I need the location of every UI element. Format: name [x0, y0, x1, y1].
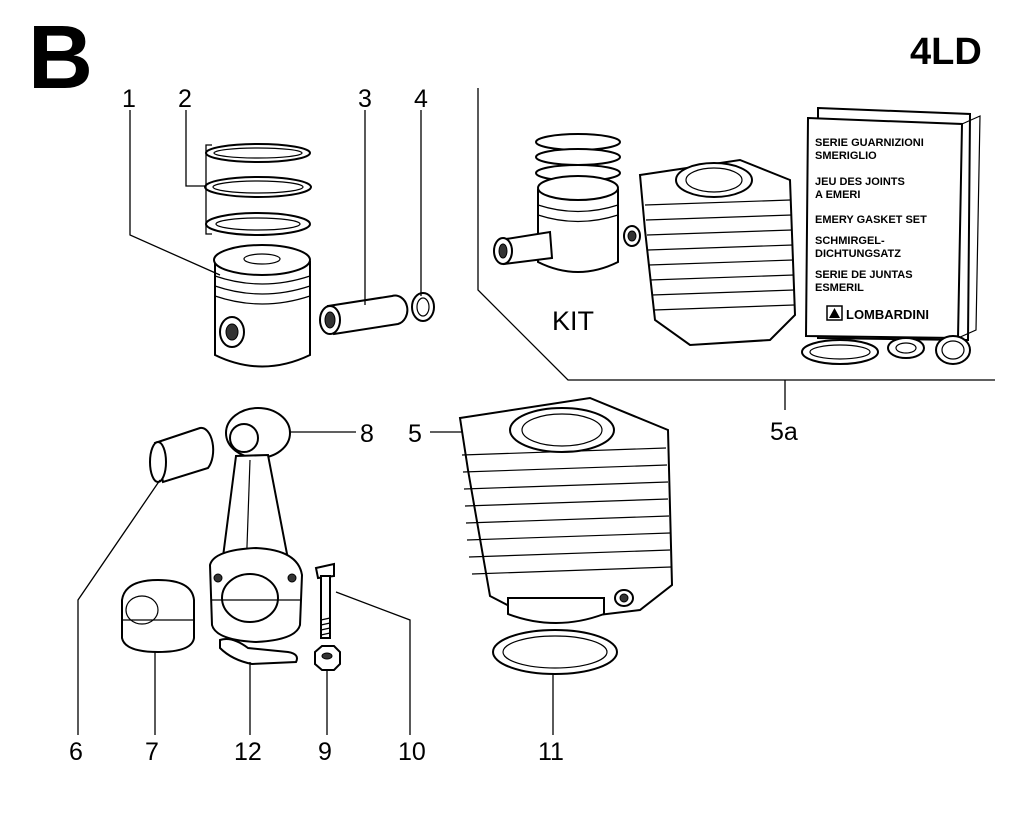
- circlip: [411, 292, 435, 322]
- callout-12: 12: [234, 738, 262, 766]
- piston: [213, 244, 311, 368]
- callout-3: 3: [358, 85, 372, 113]
- package-line-4: A EMERI: [815, 189, 860, 201]
- callout-7: 7: [145, 738, 159, 766]
- leader-1: [129, 110, 221, 276]
- cylinder: [458, 396, 674, 624]
- callout-9: 9: [318, 738, 332, 766]
- leader-6: [77, 479, 161, 735]
- callout-5: 5: [408, 420, 422, 448]
- package-line-9: ESMERIL: [815, 282, 864, 294]
- callout-8: 8: [360, 420, 374, 448]
- package-line-3: JEU DES JOINTS: [815, 176, 905, 188]
- package-line-1: SERIE GUARNIZIONI: [815, 137, 924, 149]
- callout-1: 1: [122, 85, 136, 113]
- callout-11: 11: [538, 738, 564, 766]
- kit-cylinder: [623, 158, 797, 347]
- callout-10: 10: [398, 738, 426, 766]
- package-brand: LOMBARDINI: [846, 307, 929, 322]
- section-letter: B: [28, 8, 93, 108]
- con-rod-nut: [314, 645, 341, 671]
- piston-rings: [204, 143, 312, 236]
- leader-2: [185, 110, 206, 187]
- connecting-rod: [208, 407, 304, 644]
- gasket-set-package: [804, 106, 981, 342]
- kit-piston: [493, 133, 621, 273]
- engine-model: 4LD: [910, 31, 982, 73]
- kit-frame: [477, 88, 995, 381]
- callout-5a: 5a: [770, 418, 798, 446]
- big-end-bearing: [121, 578, 195, 654]
- leader-10: [335, 591, 411, 735]
- kit-gaskets: [801, 335, 971, 365]
- callout-2: 2: [178, 85, 192, 113]
- package-line-7: DICHTUNGSATZ: [815, 248, 901, 260]
- package-line-6: SCHMIRGEL-: [815, 235, 885, 247]
- package-line-2: SMERIGLIO: [815, 150, 877, 162]
- con-rod-bolt: [314, 562, 335, 639]
- cylinder-base-gasket: [492, 629, 618, 675]
- lock-plate: [219, 638, 298, 666]
- rings-bracket: [205, 144, 212, 235]
- lombardini-logo-icon: [826, 305, 843, 321]
- callout-6: 6: [69, 738, 83, 766]
- kit-label: KIT: [552, 306, 594, 336]
- package-line-5: EMERY GASKET SET: [815, 214, 927, 226]
- callout-4: 4: [414, 85, 428, 113]
- piston-pin: [319, 294, 409, 336]
- package-line-8: SERIE DE JUNTAS: [815, 269, 913, 281]
- small-end-bushing: [149, 426, 215, 484]
